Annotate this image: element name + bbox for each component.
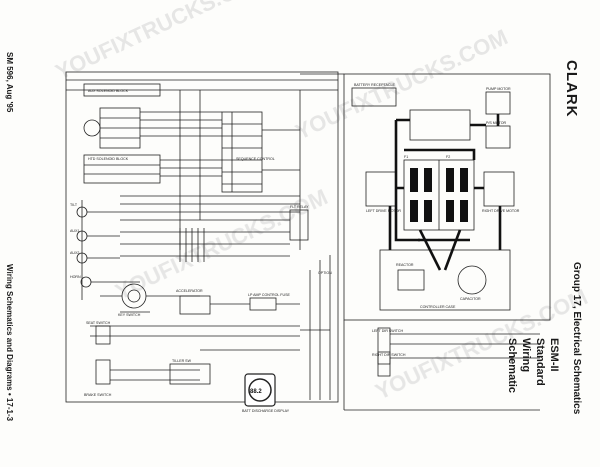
label-ps-motor: P/S MOTOR [486,121,507,125]
brand-logo: CLARK [563,60,580,118]
label-right-dir-switch: RIGHT DIR SWITCH [372,353,406,357]
label-f1: F1 [404,155,408,159]
controller-case [379,249,511,311]
label-aux2: AUX2 [70,251,79,255]
label-tiller-switch: TILLER SW [172,359,192,363]
contactor-tips [410,168,468,222]
fault-relay [289,209,309,241]
label-brake-switch: BRAKE SWITCH [84,393,112,397]
label-htd-solenoid: HTD SOLENOID BLOCK [88,157,129,161]
label-accelerator: ACCELERATOR [176,289,203,293]
reactor [397,269,425,291]
display-value: 88.2 [250,389,262,395]
label-option: OPTION [318,271,332,275]
battery-display [244,373,276,407]
label-battery-receptacle: BATTERY RECEPTACLE [354,83,395,87]
component-labels: AUX SOLENOID BLOCK HTD SOLENOID BLOCK SE… [70,83,520,413]
footer-bullet: • [5,392,14,396]
left-drive-motor [365,171,397,207]
left-circuit-frame [65,71,339,403]
section-footer: Wiring Schematics and Diagrams • 17-1-3 [5,264,14,421]
power-cables [388,114,502,271]
right-circuit [300,73,551,411]
accelerator [179,295,211,315]
label-seat-switch: SEAT SWITCH [86,321,111,325]
label-aux-solenoid: AUX SOLENOID BLOCK [88,89,129,93]
label-aux1: AUX1 [70,229,79,233]
battery-receptacle [351,87,397,107]
section-footer-title: Wiring Schematics and Diagrams [5,264,14,391]
sequence-control-module [221,111,263,193]
group-title: Group 17, Electrical Schematics [571,262,582,415]
watermark-text: YOUFIXTRUCKS.COM [292,24,512,144]
schematic-title-line-3: Wiring [520,338,532,373]
capacitor [457,265,487,295]
label-key-switch: KEY SWITCH [118,313,141,317]
aux-solenoid-block [83,83,161,97]
label-pump-motor: PUMP MOTOR [486,87,511,91]
label-left-drive-motor: LEFT DRIVE MOTOR [366,209,401,213]
right-drive-motor [483,171,515,207]
left-circuit [65,71,339,403]
label-f2: F2 [446,155,450,159]
schematic-title-line-2: Standard [534,338,546,386]
label-capacitor: CAPACITOR [460,297,481,301]
label-left-dir-switch: LEFT DIR SWITCH [372,329,403,333]
right-circuit-frame [343,73,551,321]
label-reactor: REACTOR [396,263,414,267]
label-battery-display: BATT DISCHARGE DISPLAY [242,409,290,413]
pump-motor [485,91,511,115]
label-sequence-control: SEQUENCE CONTROL [236,157,275,161]
manual-reference: SM 596, Aug '95 [5,52,14,113]
ps-motor [485,125,511,149]
label-horn: HORN [70,275,81,279]
label-lp-amp: LP AMP CONTROL FUSE [248,293,290,297]
label-fault-relay: FLT RELAY [290,205,309,209]
label-right-drive-motor: RIGHT DRIVE MOTOR [482,209,520,213]
schematic-title-line-1: ESM-II [548,338,560,372]
schematic-title-line-4: Schematic [506,338,518,394]
page-number: 17-1-3 [5,397,14,422]
label-controller-case: CONTROLLER CASE [420,305,456,309]
htd-solenoid-block [83,154,161,184]
label-tilt: TILT [70,203,78,207]
